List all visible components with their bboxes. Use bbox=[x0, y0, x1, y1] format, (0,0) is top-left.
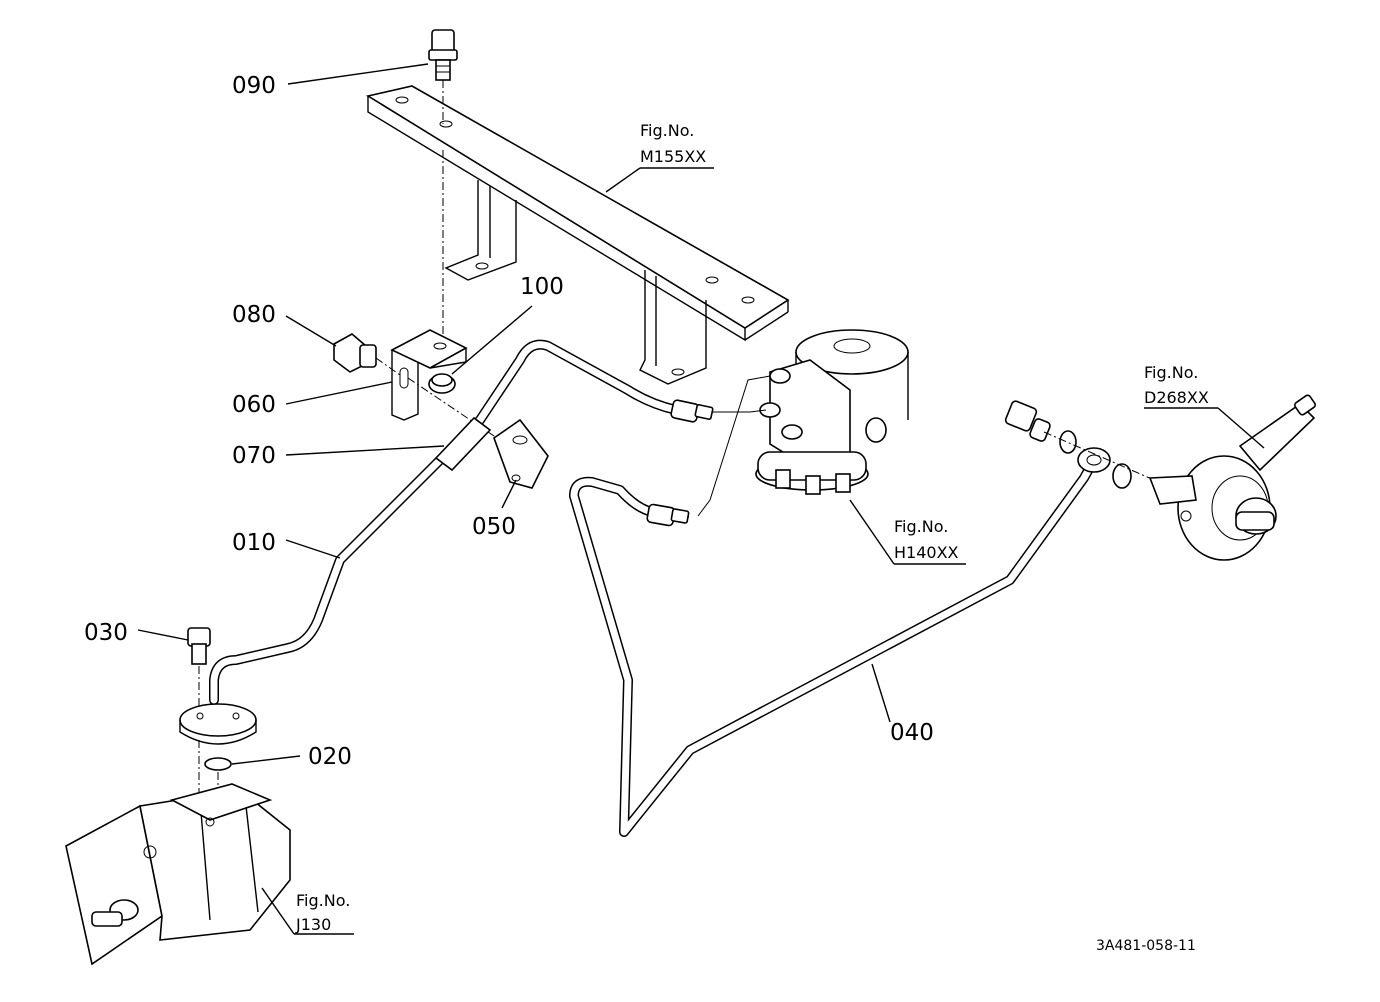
drawing-number: 3A481-058-11 bbox=[1096, 938, 1196, 954]
fitting-set bbox=[1004, 400, 1201, 501]
label-030: 030 bbox=[84, 620, 128, 646]
leader-lines bbox=[137, 63, 1265, 935]
label-090: 090 bbox=[232, 73, 276, 99]
bolt-090 bbox=[428, 29, 458, 124]
pipe-040 bbox=[569, 447, 1111, 837]
figref-h140-caption: Fig.No. bbox=[894, 517, 948, 536]
hydraulic-pump bbox=[65, 783, 291, 966]
label-040: 040 bbox=[890, 720, 934, 746]
bracket-060 bbox=[390, 150, 468, 421]
figref-m155-caption: Fig.No. bbox=[640, 121, 694, 140]
pipe-010 bbox=[209, 339, 714, 705]
figref-d268-caption: Fig.No. bbox=[1144, 363, 1198, 382]
flange-030 bbox=[179, 627, 257, 745]
label-060: 060 bbox=[232, 392, 276, 418]
figref-h140-number: H140XX bbox=[894, 543, 959, 562]
label-050: 050 bbox=[472, 514, 516, 540]
steering-valve bbox=[697, 329, 909, 517]
label-010: 010 bbox=[232, 530, 276, 556]
bolt-080 bbox=[333, 333, 401, 376]
figref-m155-number: M155XX bbox=[640, 147, 706, 166]
clamp-050 bbox=[493, 418, 549, 489]
figref-j130-caption: Fig.No. bbox=[296, 891, 350, 910]
label-020: 020 bbox=[308, 744, 352, 770]
figref-j130-number: J130 bbox=[295, 915, 331, 934]
mounting-frame bbox=[365, 85, 790, 385]
label-080: 080 bbox=[232, 302, 276, 328]
figref-d268-number: D268XX bbox=[1144, 388, 1209, 407]
power-steering-cylinder bbox=[1148, 394, 1317, 561]
label-070: 070 bbox=[232, 443, 276, 469]
label-100: 100 bbox=[520, 274, 564, 300]
